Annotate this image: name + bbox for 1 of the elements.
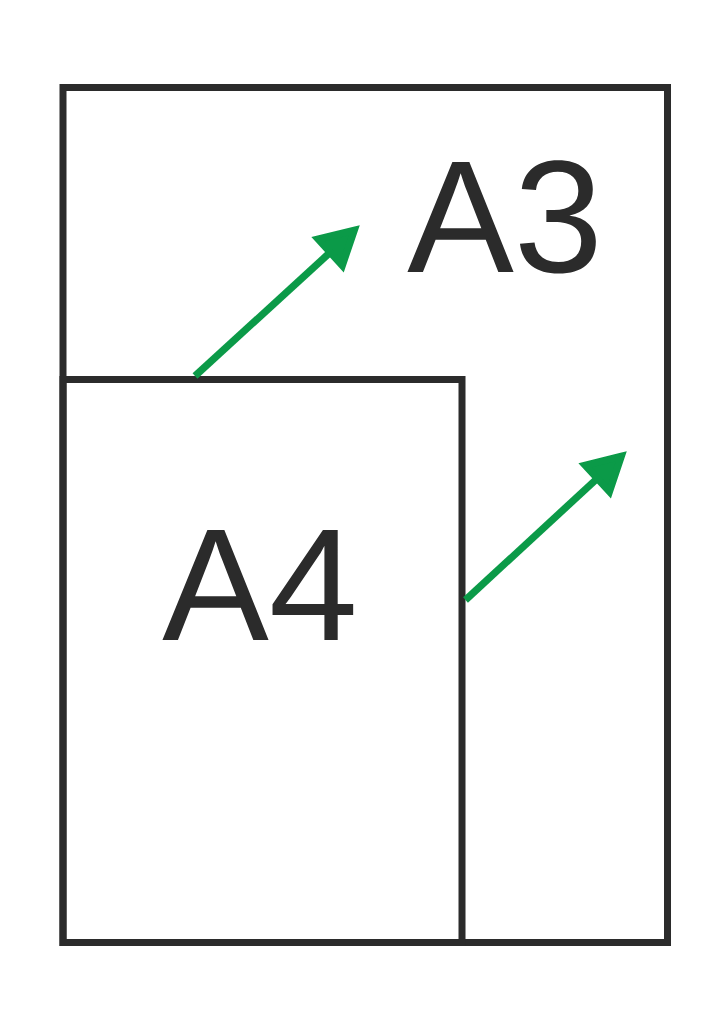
paper-sheet: A4 — [59, 376, 466, 946]
